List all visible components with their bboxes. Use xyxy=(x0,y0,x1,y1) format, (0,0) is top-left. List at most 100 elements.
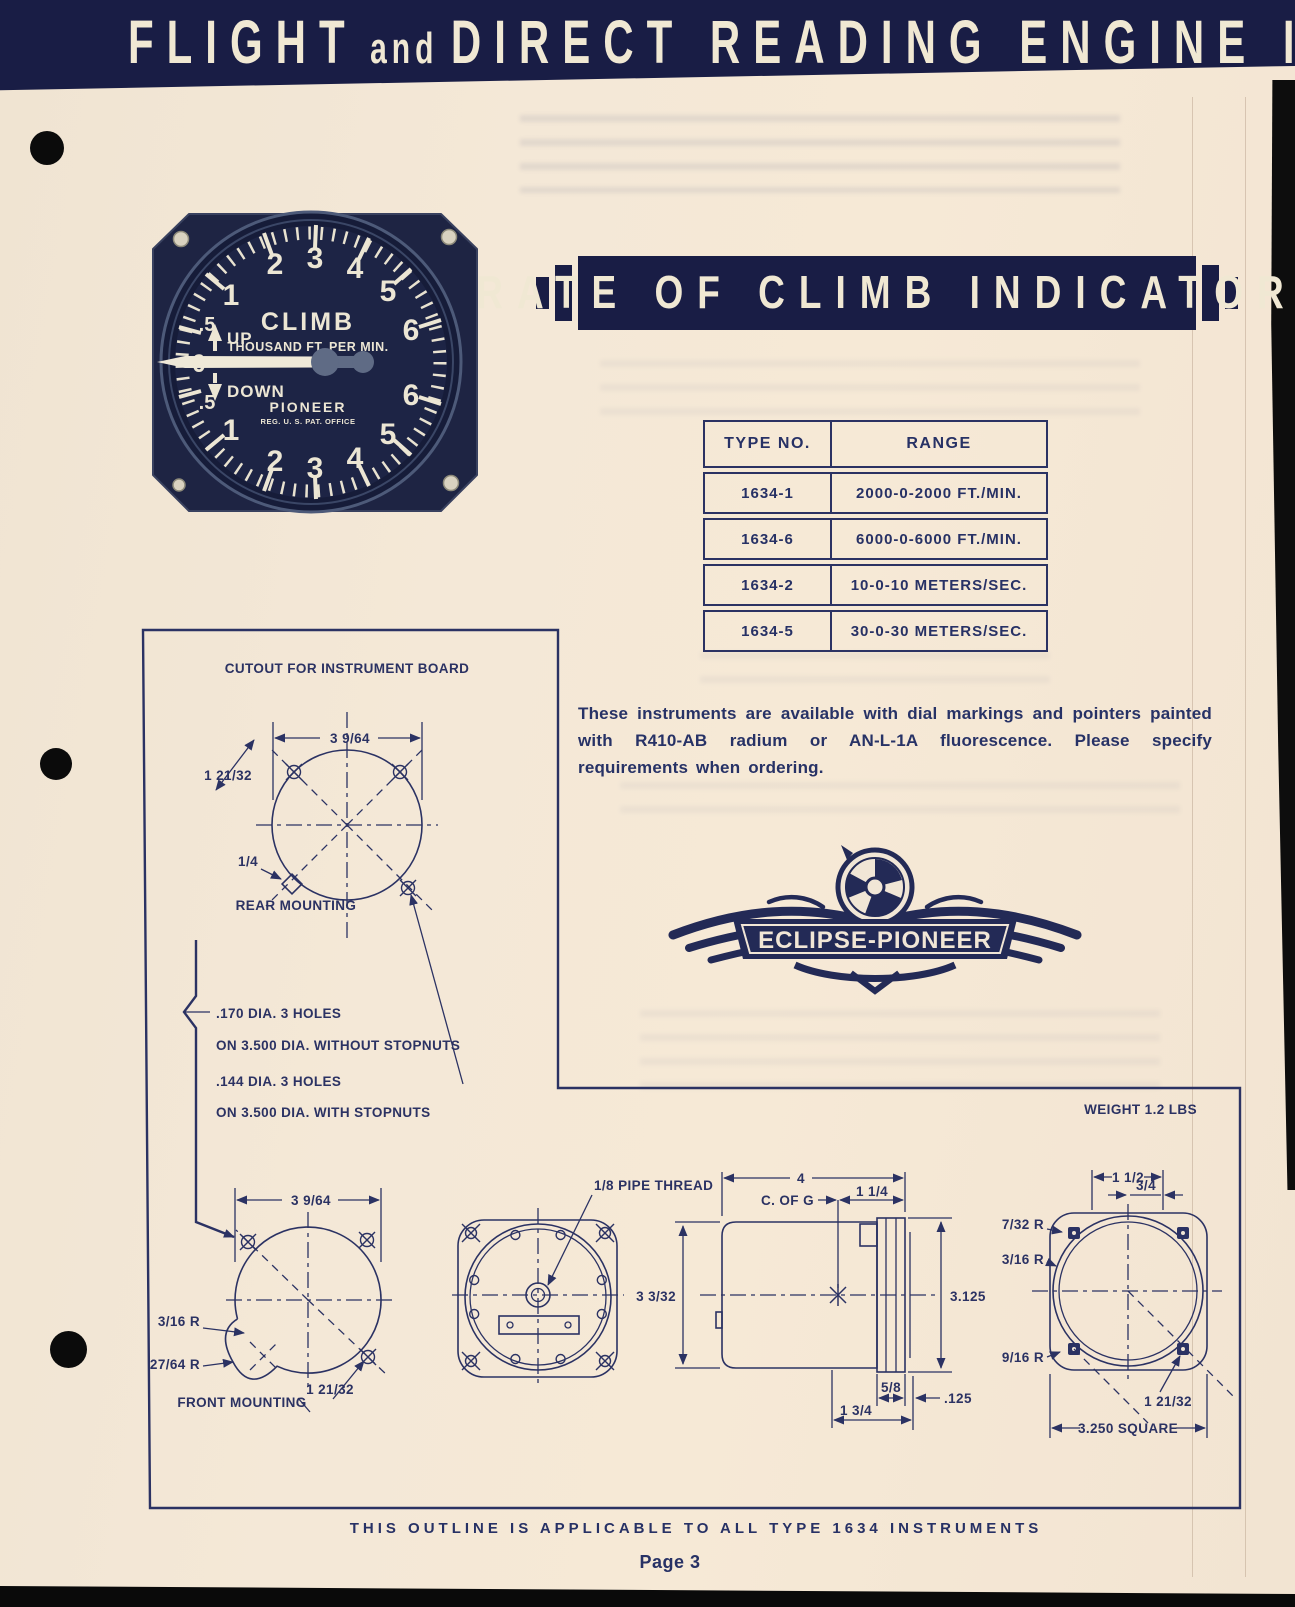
rear-radius3: 9/16 R xyxy=(1002,1350,1044,1365)
table-row: 1634-2 10-0-10 METERS/SEC. xyxy=(703,564,1048,606)
side-height-dim: 3 3/32 xyxy=(636,1289,676,1304)
holes-note-leader xyxy=(182,940,235,1239)
dial-brand: PIONEER xyxy=(269,399,346,415)
square-dim: 3.250 SQUARE xyxy=(1078,1421,1178,1436)
section-title-banner: RATE OF CLIMB INDICATOR xyxy=(476,256,1284,330)
dial-number: 6 xyxy=(403,314,420,347)
dial-number: 4 xyxy=(347,252,364,285)
eclipse-pioneer-logo: ECLIPSE-PIONEER xyxy=(668,845,1082,995)
propeller-tip-icon xyxy=(841,845,853,860)
note-line: .144 DIA. 3 HOLES xyxy=(216,1074,341,1089)
type-range-table: TYPE NO. RANGE 1634-1 2000-0-2000 FT./MI… xyxy=(703,420,1048,656)
banner-end-cap xyxy=(1225,277,1238,309)
back-view-screws xyxy=(469,1229,607,1365)
logo-tail xyxy=(793,961,957,995)
note-line: ON 3.500 DIA. WITHOUT STOPNUTS xyxy=(216,1038,460,1053)
logo-ribbon: ECLIPSE-PIONEER xyxy=(733,919,1017,959)
cell-type: 1634-6 xyxy=(741,530,794,548)
table-header-row: TYPE NO. RANGE xyxy=(703,420,1048,468)
dial-texts: UP DOWN CLIMB THOUSAND FT. PER MIN. PION… xyxy=(227,308,388,426)
side-view-drawing: 4 C. OF G 1 1/4 3.125 5/8 .125 1 3/4 xyxy=(700,1171,986,1430)
dial-half-lower: .5 xyxy=(199,392,216,414)
cell-type: 1634-1 xyxy=(741,484,794,502)
dial-number: 6 xyxy=(403,379,420,412)
page-number: Page 3 xyxy=(639,1552,701,1572)
dial-brand-sub: REG. U. S. PAT. OFFICE xyxy=(261,417,356,426)
side-length-dim: 4 xyxy=(797,1171,805,1186)
paper-crease xyxy=(1192,97,1193,1577)
col-header-type: TYPE NO. xyxy=(724,435,811,452)
hole-notes: .170 DIA. 3 HOLES ON 3.500 DIA. WITHOUT … xyxy=(216,1006,460,1120)
down-arrow-icon xyxy=(208,384,222,401)
climb-indicator-photo: 1 2 3 4 5 6 6 5 4 3 2 1 .5 .5 0 UP DOWN … xyxy=(152,210,478,514)
dial-number: 1 xyxy=(223,414,240,447)
rear-diag-dim: 1 21/32 xyxy=(1144,1394,1192,1409)
rear-view-drawing: WEIGHT 1.2 LBS 1 1/2 3/4 7/32 R xyxy=(1002,1102,1236,1438)
rear-mount-arrow xyxy=(409,894,464,1085)
front-width-dim: 3 9/64 xyxy=(291,1193,331,1208)
dial-number: 3 xyxy=(307,452,324,485)
rear-mounting-caption: REAR MOUNTING xyxy=(236,898,357,913)
col-header-range: RANGE xyxy=(830,422,1046,466)
rear-half-dim: 3/4 xyxy=(1136,1178,1156,1193)
cell-range: 10-0-10 METERS/SEC. xyxy=(830,566,1046,604)
dial-number: 1 xyxy=(223,279,240,312)
front-mounting-caption: FRONT MOUNTING xyxy=(177,1395,306,1410)
flange-dim: 5/8 xyxy=(881,1380,901,1395)
header-word-flight: FLIGHT xyxy=(128,8,358,77)
cutout-width-dim: 3 9/64 xyxy=(330,731,370,746)
paper-crease xyxy=(1245,97,1246,1577)
page-header-banner: FLIGHT and DIRECT READING ENGINE INSTRUM… xyxy=(0,0,1295,91)
cell-range: 30-0-30 METERS/SEC. xyxy=(830,612,1046,650)
cog-label: C. OF G xyxy=(761,1193,814,1208)
dial-number: 5 xyxy=(380,418,397,451)
banner-end-cap xyxy=(1202,265,1219,321)
dial-number: 2 xyxy=(267,248,284,281)
case-screws xyxy=(172,228,460,492)
dial-up-label: UP xyxy=(227,329,253,348)
dial-down-label: DOWN xyxy=(227,382,285,401)
cell-type: 1634-2 xyxy=(741,576,794,594)
up-down-arrows xyxy=(208,324,222,401)
up-arrow-icon xyxy=(208,324,222,341)
washer-dim: .125 xyxy=(944,1391,972,1406)
section-title: RATE OF CLIMB INDICATOR xyxy=(476,266,1295,318)
cutout-title: CUTOUT FOR INSTRUMENT BOARD xyxy=(225,661,470,676)
front-radius2: 27/64 R xyxy=(150,1357,200,1372)
front-radius1: 3/16 R xyxy=(158,1314,200,1329)
pipe-thread-label: 1/8 PIPE THREAD xyxy=(594,1178,713,1193)
cutout-drawing: CUTOUT FOR INSTRUMENT BOARD 3 9/64 1 21/… xyxy=(204,661,470,1085)
cell-range: 2000-0-2000 FT./MIN. xyxy=(830,474,1046,512)
page-header-title: FLIGHT and DIRECT READING ENGINE INSTRUM… xyxy=(128,8,1295,78)
rear-radius2: 3/16 R xyxy=(1002,1252,1044,1267)
punch-hole xyxy=(30,131,64,165)
cutout-notch-dim: 1/4 xyxy=(238,854,258,869)
dial-subtitle: THOUSAND FT. PER MIN. xyxy=(227,340,388,354)
punch-hole xyxy=(50,1331,87,1368)
header-word-and: and xyxy=(370,25,439,74)
side-dia-dim: 3.125 xyxy=(950,1289,986,1304)
table-row: 1634-6 6000-0-6000 FT./MIN. xyxy=(703,518,1048,560)
table-row: 1634-1 2000-0-2000 FT./MIN. xyxy=(703,472,1048,514)
drawing-outline-border xyxy=(141,628,1242,1510)
note-line: ON 3.500 DIA. WITH STOPNUTS xyxy=(216,1105,431,1120)
dial-number: 3 xyxy=(307,242,324,275)
dial-number: 4 xyxy=(347,442,364,475)
weight-label: WEIGHT 1.2 LBS xyxy=(1084,1102,1197,1117)
rear-top-dim: 1 1/2 xyxy=(1112,1170,1144,1185)
outline-caption: THIS OUTLINE IS APPLICABLE TO ALL TYPE 1… xyxy=(349,1520,1043,1537)
dial-number: 2 xyxy=(267,445,284,478)
banner-end-cap xyxy=(536,277,549,309)
front-diag-dim: 1 21/32 xyxy=(306,1382,354,1397)
front-mounting-drawing: 3 9/64 3/16 R 27/64 R 1 21/32 FRONT MOUN… xyxy=(150,1188,392,1413)
logo-emblem-circle xyxy=(835,845,915,927)
cog-dim: 1 1/4 xyxy=(856,1184,888,1199)
gauge-needle xyxy=(157,348,374,376)
cutout-diag-dim: 1 21/32 xyxy=(204,768,252,783)
dial-minor-ticks xyxy=(175,226,447,498)
note-line: .170 DIA. 3 HOLES xyxy=(216,1006,341,1021)
banner-end-cap xyxy=(555,265,572,321)
cell-range: 6000-0-6000 FT./MIN. xyxy=(830,520,1046,558)
